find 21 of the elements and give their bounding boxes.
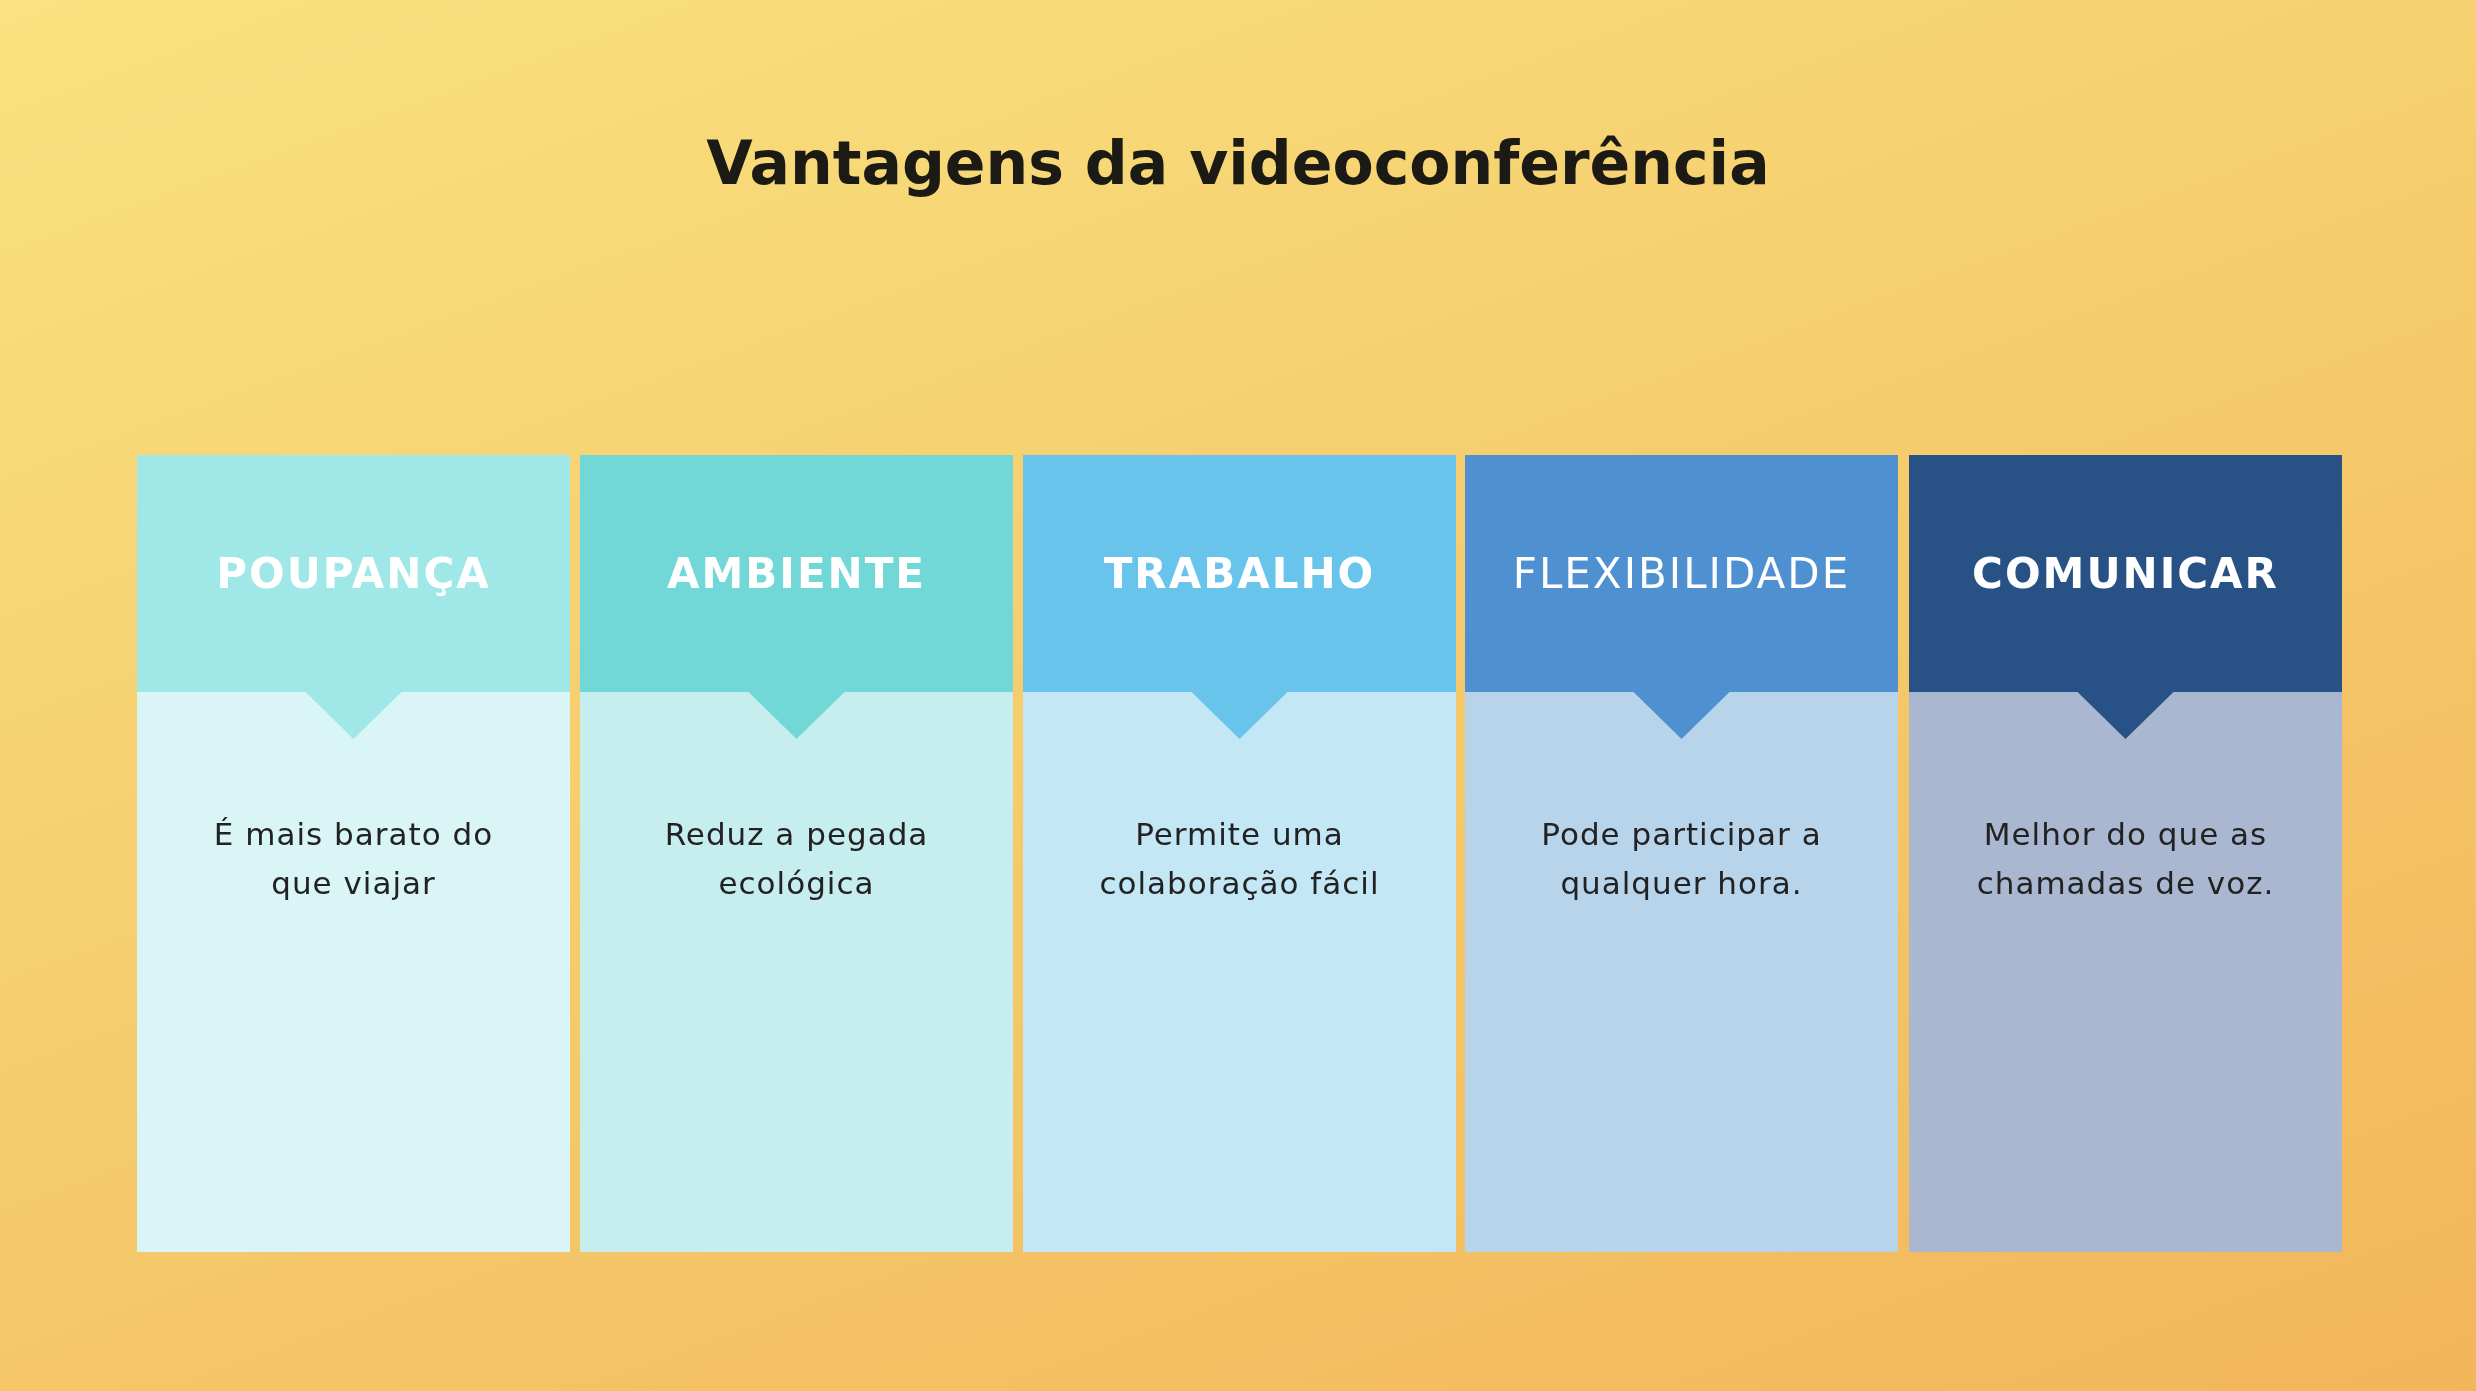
column-text: Pode participar a qualquer hora. [1540,815,1823,903]
title: Vantagens da videoconferência [705,128,1771,198]
content-panel [1023,692,1456,1252]
column-heading: TRABALHO [1103,549,1376,598]
column-text: É mais barato do que viajar [212,815,495,903]
header-tab [137,455,570,739]
header-tab [1465,455,1898,739]
column-heading: FLEXIBILIDADE [1512,549,1851,598]
column-heading: AMBIENTE [666,549,927,598]
header-tab [580,455,1013,739]
header-tab [1023,455,1456,739]
column-text: Permite uma colaboração fácil [1098,815,1381,903]
header-tab [1909,455,2342,739]
column-heading: COMUNICAR [1972,549,2279,598]
column-heading: POUPANÇA [216,549,491,598]
content-panel [137,692,570,1252]
content-panel [1465,692,1898,1252]
content-panel [1909,692,2342,1252]
content-panel [580,692,1013,1252]
column-text: Melhor do que as chamadas de voz. [1975,815,2276,903]
column-text: Reduz a pegada ecológica [663,815,930,903]
